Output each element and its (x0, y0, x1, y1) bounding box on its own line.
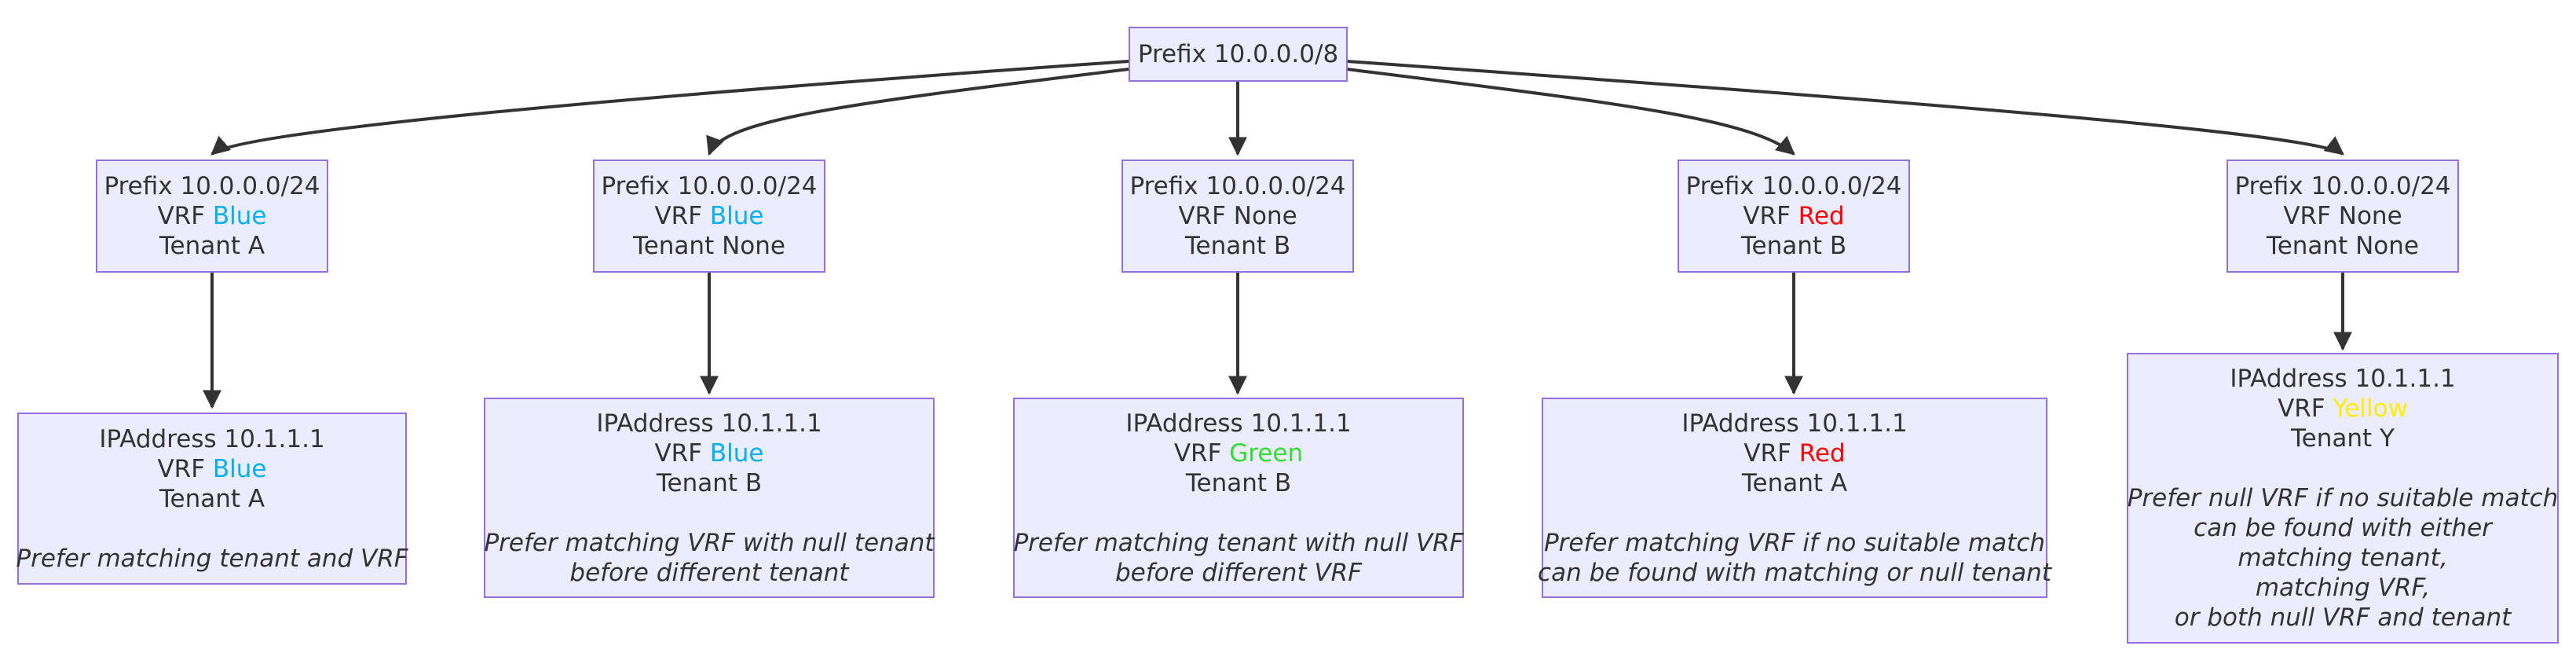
preference-note-line-3: matching tenant, (2238, 544, 2448, 572)
tenant-label: Tenant B (1740, 232, 1847, 260)
edge-root-to-prefix-2 (706, 68, 1129, 156)
tenant-label: Tenant B (1185, 468, 1292, 497)
preference-note-line-1: Prefer matching VRF with null tenant (484, 528, 935, 557)
preference-note-line-5: or both null VRF and tenant (2174, 603, 2512, 632)
preference-note-line-2: can be found with either (2194, 514, 2492, 542)
vrf-line: VRF None (2283, 201, 2402, 231)
vrf-line: VRF Blue (654, 438, 763, 468)
edge-root-to-prefix-5 (1346, 60, 2344, 156)
tenant-label: Tenant B (656, 468, 763, 497)
vrf-value: None (1233, 202, 1297, 230)
vrf-value: Blue (212, 202, 267, 230)
vrf-prefix: VRF (1744, 438, 1799, 468)
prefix-label: Prefix 10.0.0.0/24 (2234, 172, 2451, 200)
vrf-line: VRF Blue (157, 454, 266, 484)
vrf-prefix: VRF (654, 438, 710, 468)
prefix-node-3: Prefix 10.0.0.0/24 VRF None Tenant B (1122, 160, 1354, 273)
vrf-value: None (2338, 202, 2402, 230)
preference-note-line-2: can be found with matching or null tenan… (1538, 558, 2051, 587)
prefix-node-5: Prefix 10.0.0.0/24 VRF None Tenant None (2227, 160, 2459, 273)
vrf-value: Blue (709, 202, 764, 230)
root-prefix-label: Prefix 10.0.0.0/8 (1137, 40, 1339, 68)
vrf-prefix: VRF (1178, 202, 1234, 230)
vrf-prefix: VRF (1743, 202, 1798, 230)
prefix-label: Prefix 10.0.0.0/24 (1685, 172, 1902, 200)
prefix-label: Prefix 10.0.0.0/24 (601, 172, 818, 200)
vrf-line: VRF Red (1744, 438, 1845, 468)
preference-note-line-4: matching VRF, (2255, 574, 2431, 602)
tenant-label: Tenant A (159, 232, 265, 260)
edge-root-to-prefix-4 (1346, 68, 1795, 156)
vrf-line: VRF Green (1174, 438, 1303, 468)
root-prefix-node: Prefix 10.0.0.0/8 (1129, 27, 1348, 82)
vrf-prefix: VRF (2283, 202, 2339, 230)
preference-note-line-1: Prefer matching VRF if no suitable match (1543, 528, 2046, 557)
tenant-label: Tenant A (159, 484, 265, 513)
tenant-label: Tenant None (633, 232, 785, 260)
vrf-prefix: VRF (1173, 438, 1230, 468)
prefix-node-2: Prefix 10.0.0.0/24 VRF Blue Tenant None (593, 160, 825, 273)
preference-note-line-1: Prefer matching tenant with null VRF (1013, 528, 1464, 557)
edge-root-to-prefix-1 (210, 60, 1129, 156)
vrf-line: VRF Red (1743, 201, 1844, 231)
preference-note: Prefer matching tenant and VRF (16, 544, 408, 573)
vrf-prefix: VRF (654, 202, 710, 230)
ip-address-label: IPAddress 10.1.1.1 (596, 409, 822, 438)
ip-address-node-1: IPAddress 10.1.1.1 VRF Blue Tenant A Pre… (16, 413, 408, 585)
ip-address-label: IPAddress 10.1.1.1 (99, 424, 325, 453)
preference-note-line-2: before different tenant (569, 558, 849, 587)
tenant-label: Tenant None (2267, 232, 2419, 260)
prefix-node-4: Prefix 10.0.0.0/24 VRF Red Tenant B (1678, 160, 1910, 273)
ip-address-node-2: IPAddress 10.1.1.1 VRF Blue Tenant B Pre… (484, 398, 935, 598)
tenant-label: Tenant Y (2291, 424, 2395, 453)
vrf-value: Blue (709, 438, 764, 468)
vrf-prefix: VRF (157, 454, 213, 483)
ip-address-node-4: IPAddress 10.1.1.1 VRF Red Tenant A Pref… (1538, 398, 2051, 598)
vrf-value: Red (1798, 438, 1846, 468)
vrf-line: VRF Blue (654, 201, 763, 231)
vrf-value: Red (1798, 202, 1845, 230)
prefix-label: Prefix 10.0.0.0/24 (1129, 172, 1346, 200)
prefix-label: Prefix 10.0.0.0/24 (104, 172, 320, 200)
ip-address-node-3: IPAddress 10.1.1.1 VRF Green Tenant B Pr… (1013, 398, 1464, 598)
preference-note-line-1: Prefer null VRF if no suitable match (2127, 484, 2559, 512)
ip-address-label: IPAddress 10.1.1.1 (1125, 409, 1352, 438)
vrf-line: VRF Blue (157, 201, 266, 231)
tenant-label: Tenant A (1741, 468, 1848, 497)
vrf-prefix: VRF (157, 202, 213, 230)
ip-address-node-5: IPAddress 10.1.1.1 VRF Yellow Tenant Y P… (2127, 353, 2559, 644)
ip-address-label: IPAddress 10.1.1.1 (2230, 365, 2456, 393)
preference-note-line-2: before different VRF (1114, 558, 1363, 587)
ip-address-label: IPAddress 10.1.1.1 (1681, 409, 1908, 438)
vrf-prefix: VRF (2278, 394, 2333, 423)
vrf-line: VRF None (1178, 201, 1297, 231)
vrf-value: Green (1229, 438, 1304, 468)
vrf-value: Yellow (2333, 394, 2408, 423)
prefix-node-1: Prefix 10.0.0.0/24 VRF Blue Tenant A (96, 160, 328, 273)
vrf-value: Blue (212, 454, 267, 483)
vrf-line: VRF Yellow (2278, 394, 2408, 424)
tenant-label: Tenant B (1184, 232, 1291, 260)
